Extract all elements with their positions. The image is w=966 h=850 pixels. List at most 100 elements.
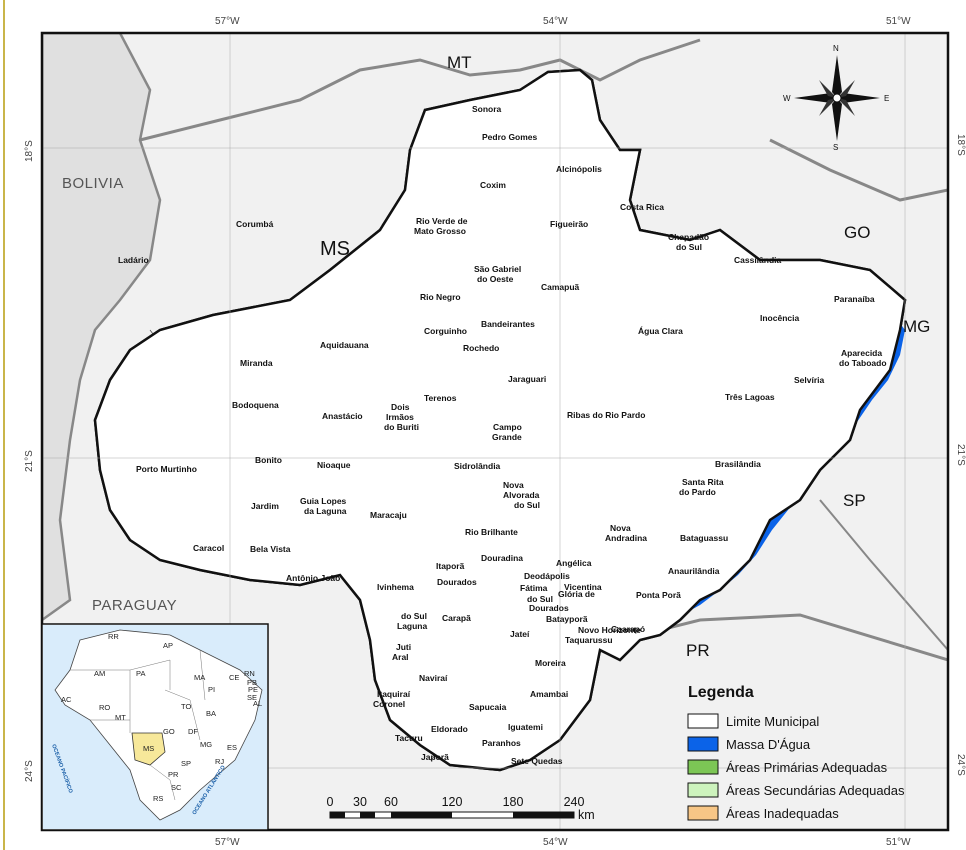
- municipality-label: Caracol: [193, 543, 224, 553]
- legend-label: Áreas Inadequadas: [726, 806, 839, 821]
- municipality-label: Itaquiraí: [377, 689, 411, 699]
- inset-state-label: PB: [247, 678, 257, 687]
- inset-state-label: CE: [229, 673, 239, 682]
- inset-state-label: MT: [115, 713, 126, 722]
- map-area: [42, 33, 948, 830]
- municipality-label: Corguinho: [424, 326, 467, 336]
- municipality-label: Nova: [503, 480, 524, 490]
- municipality-label: do Taboado: [839, 358, 887, 368]
- municipality-label: do Sul: [514, 500, 540, 510]
- municipality-label: Nova: [610, 523, 631, 533]
- mt-border: [139, 38, 701, 142]
- municipality-label: Ladário: [118, 255, 149, 265]
- municipality-label: Sapucaia: [469, 702, 507, 712]
- compass-n: N: [833, 44, 839, 53]
- country-label-bolivia: BOLIVIA: [62, 175, 124, 192]
- municipality-label: Deodápolis: [524, 571, 570, 581]
- inset-state-label: PA: [136, 669, 145, 678]
- coord-left-3: 24°S: [24, 760, 35, 782]
- municipality-label: Carapã: [442, 613, 471, 623]
- legend-swatch: [687, 782, 719, 798]
- coord-bottom-1: 57°W: [215, 837, 240, 848]
- municipality-label: Aquidauana: [320, 340, 369, 350]
- scale-tick-label: 60: [384, 795, 398, 809]
- municipality-label: Corumbá: [236, 219, 274, 229]
- municipality-label: Mato Grosso: [414, 226, 466, 236]
- inset-state-label: SC: [171, 783, 182, 792]
- legend-swatch: [687, 759, 719, 775]
- municipality-label: Guia Lopes: [300, 496, 347, 506]
- legend-label: Áreas Secundárias Adequadas: [726, 783, 905, 798]
- municipality-label: Juti: [396, 642, 411, 652]
- municipality-label: Douradina: [481, 553, 523, 563]
- inset-state-label: RS: [153, 794, 163, 803]
- municipality-label: São Gabriel: [474, 264, 521, 274]
- municipality-label: Novo Horizonte: [578, 625, 641, 635]
- municipality-label: Sonora: [472, 104, 502, 114]
- municipality-label: Irmãos: [386, 412, 414, 422]
- municipality-label: Amambai: [530, 689, 568, 699]
- municipality-label: Ivinhema: [377, 582, 414, 592]
- sp-border: [819, 499, 948, 651]
- municipality-label: Paranhos: [482, 738, 521, 748]
- municipality-label: Caarapó: [611, 624, 645, 634]
- inset-state-label: MS: [143, 744, 154, 753]
- coord-right-3: 24°S: [955, 754, 966, 776]
- municipality-label: Costa Rica: [620, 202, 664, 212]
- municipality-label: Cassilândia: [734, 255, 782, 265]
- municipality-label: Bandeirantes: [481, 319, 535, 329]
- municipality-label: do Sul: [527, 594, 553, 604]
- municipality-label: Aral: [392, 652, 409, 662]
- municipality-label: do Pardo: [679, 487, 716, 497]
- coord-right-1: 18°S: [955, 134, 966, 156]
- municipality-label: Sete Quedas: [511, 756, 563, 766]
- municipality-label: Bataguassu: [680, 533, 728, 543]
- inset-state-label: PR: [168, 770, 179, 779]
- state-label-sp: SP: [843, 491, 866, 510]
- municipality-label: Alvorada: [503, 490, 540, 500]
- scale-tick-label: 30: [353, 795, 367, 809]
- inset-ms-highlight: [131, 732, 166, 766]
- coord-top-3: 51°W: [886, 16, 911, 27]
- inset-state-label: MG: [200, 740, 212, 749]
- municipality-label: Moreira: [535, 658, 566, 668]
- scale-tick-label: 0: [327, 795, 334, 809]
- country-label-paraguay: PARAGUAY: [92, 597, 177, 614]
- inset-state-label: RJ: [215, 757, 224, 766]
- scale-tick-label: 180: [503, 795, 524, 809]
- coord-left-1: 18°S: [24, 140, 35, 162]
- municipality-label: Dourados: [437, 577, 477, 587]
- inset-state-label: AM: [94, 669, 105, 678]
- municipality-label: Iguatemi: [508, 722, 543, 732]
- municipality-label: Laguna: [397, 621, 427, 631]
- inset-state-label: BA: [206, 709, 216, 718]
- municipality-label: Aparecida: [841, 348, 882, 358]
- municipality-label: Ribas do Rio Pardo: [567, 410, 645, 420]
- scale-unit: km: [578, 808, 595, 822]
- inset-state-label: RN: [244, 669, 255, 678]
- municipality-label: Santa Rita: [682, 477, 724, 487]
- municipality-label: Sidrolândia: [454, 461, 501, 471]
- municipality-label: Chapadão: [668, 232, 709, 242]
- municipality-label: Selvíria: [794, 375, 825, 385]
- state-label-go: GO: [844, 223, 870, 242]
- municipality-label: Miranda: [240, 358, 273, 368]
- municipality-label: Antônio João: [286, 573, 340, 583]
- inset-state-label: RO: [99, 703, 110, 712]
- municipality-label: Jateí: [510, 629, 530, 639]
- municipality-label: Bela Vista: [250, 544, 291, 554]
- municipality-label: Dois: [391, 402, 410, 412]
- municipality-label: do Oeste: [477, 274, 514, 284]
- municipality-label: Anaurilândia: [668, 566, 720, 576]
- municipality-label: do Sul: [401, 611, 427, 621]
- municipality-label: Inocência: [760, 313, 799, 323]
- municipality-label: Porto Murtinho: [136, 464, 197, 474]
- inset-state-label: TO: [181, 702, 191, 711]
- municipality-label: da Laguna: [304, 506, 347, 516]
- municipality-label: Maracaju: [370, 510, 407, 520]
- municipality-label: Vicentina: [564, 582, 602, 592]
- coord-bottom-2: 54°W: [543, 837, 568, 848]
